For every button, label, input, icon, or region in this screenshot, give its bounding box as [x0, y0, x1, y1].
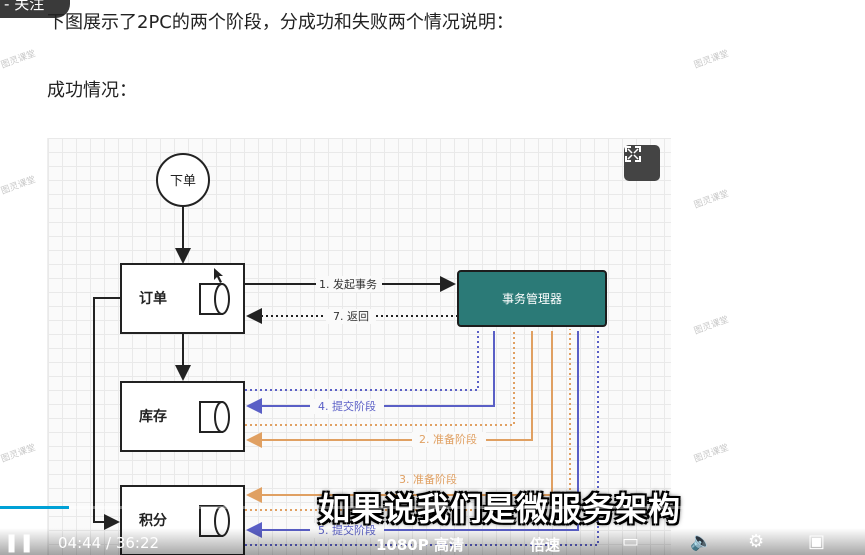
follow-label: 关注 [14, 0, 45, 13]
diagram: 下单 订单 库存 积分 [47, 138, 671, 555]
follow-button[interactable]: - 关注 [0, 0, 70, 18]
watermark: 图灵课堂 [692, 189, 731, 211]
pause-icon[interactable]: ❚❚ [4, 532, 35, 553]
expand-icon[interactable] [624, 145, 660, 181]
transaction-manager-box: 事务管理器 [457, 270, 607, 327]
mouse-cursor-icon [214, 268, 223, 283]
time-display: 04:44 / 36:22 [58, 534, 160, 552]
progress-track[interactable] [0, 506, 865, 509]
settings-gear-icon[interactable]: ⚙ [748, 531, 765, 552]
points-box: 积分 [120, 485, 245, 555]
points-label: 积分 [139, 512, 167, 529]
watermark: 图灵课堂 [692, 443, 731, 465]
label-prepare-inventory: 2. 准备阶段 [419, 432, 477, 446]
section-title: 成功情况： [47, 80, 137, 101]
label-commit-inventory: 4. 提交阶段 [318, 399, 376, 413]
arrow-commit-inventory [246, 331, 495, 414]
arrow-commit-ack [245, 329, 599, 546]
progress-fill [0, 506, 70, 509]
arrow-prepare-points [246, 331, 553, 503]
watermark: 图灵课堂 [692, 315, 731, 337]
arrow-prepare-ack [245, 329, 571, 511]
inventory-box: 库存 [120, 381, 245, 452]
database-icon [199, 505, 230, 537]
inventory-label: 库存 [139, 408, 167, 425]
start-node-label: 下单 [170, 174, 196, 189]
order-label: 订单 [139, 290, 167, 307]
subtitle-toggle-icon[interactable]: ▭ [622, 531, 640, 552]
label-begin-transaction: 1. 发起事务 [319, 277, 377, 291]
watermark: 图灵课堂 [0, 49, 38, 71]
arrow-commit-ack [245, 329, 479, 391]
watermark: 图灵课堂 [0, 175, 38, 197]
flow-arrow [93, 297, 121, 530]
diagram-canvas: 下单 订单 库存 积分 [93, 153, 607, 555]
label-prepare-points: 3. 准备阶段 [399, 472, 457, 486]
transaction-manager-label: 事务管理器 [502, 291, 562, 306]
watermark: 图灵课堂 [0, 443, 38, 465]
quality-selector[interactable]: 1080P 高清 [376, 536, 464, 554]
intro-text: 下图展示了2PC的两个阶段，分成功和失败两个情况说明： [47, 12, 514, 33]
order-box: 订单 [120, 263, 245, 334]
speed-selector[interactable]: 倍速 [530, 536, 561, 554]
start-node: 下单 [156, 153, 210, 207]
arrow-prepare-inventory [246, 331, 533, 448]
player-controls: ❚❚ 04:44 / 36:22 1080P 高清 倍速 ▭ 🔈 ⚙ ▣ [0, 528, 865, 555]
database-icon [199, 401, 230, 433]
video-subtitle: 如果说我们是微服务架构 [318, 490, 682, 528]
fullscreen-icon[interactable]: ▣ [808, 531, 826, 552]
watermark: 图灵课堂 [692, 49, 731, 71]
volume-icon[interactable]: 🔈 [690, 531, 713, 552]
label-return: 7. 返回 [333, 310, 369, 323]
label-commit-points: 5. 提交阶段 [318, 523, 376, 537]
database-icon [199, 283, 230, 315]
